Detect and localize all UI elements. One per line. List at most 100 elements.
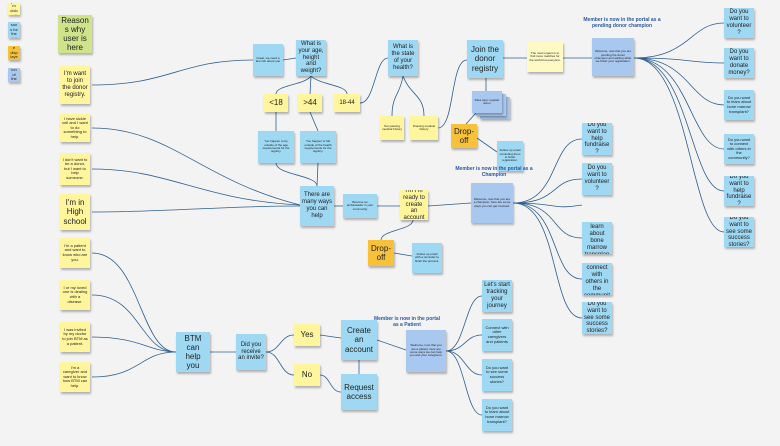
age-question: What is your age, height and weight?: [296, 40, 326, 76]
connector-line: [633, 57, 725, 233]
pending-question: Do you want to connect with others in th…: [724, 134, 754, 164]
connector-line: [633, 57, 725, 192]
age-under-18: <18: [264, 94, 288, 112]
donor-dropoff-followup: Follow up email reminding them to finish…: [497, 141, 523, 171]
connector-line: [512, 202, 583, 239]
patient-desc-note: Welcome, now that you are a patient, her…: [406, 330, 446, 372]
champion-question: Do you want to help fundraise?: [582, 123, 612, 155]
connector-line: [91, 127, 301, 206]
donor-intro-note: Great, we need a few info about you: [253, 44, 283, 76]
request-access-note: Request access: [341, 374, 377, 410]
age-fail-note: You happen to be outside of the age requ…: [258, 131, 294, 163]
ambassador-note: Become an ambassador in your community: [343, 194, 377, 218]
age-in-range: 18-44: [334, 94, 360, 112]
legend-item: Message displayed to user: [8, 46, 20, 60]
legend-item: Description of the state: [8, 68, 20, 82]
connector-line: [282, 57, 297, 61]
connector-line: [316, 162, 319, 187]
connector-line: [427, 202, 472, 207]
donor-dropoff-note: Drop-off: [451, 124, 477, 148]
reason-note: I was invited by my doctor to join BTM a…: [60, 322, 90, 352]
connector-line: [91, 168, 301, 206]
invite-question: Did you receive an invite?: [236, 334, 266, 370]
health-question: What is the state of your health?: [388, 40, 418, 76]
invite-no: No: [294, 364, 320, 386]
connector-line: [376, 339, 407, 351]
patient-question: Connect with other caregivers and patien…: [482, 319, 512, 351]
connector-line: [275, 75, 312, 95]
connector-line: [393, 252, 413, 257]
legend-item: Lorem ipsum dolor sit amet: [8, 3, 20, 15]
connector-line: [633, 22, 725, 59]
pending-question: Do you want to donate money?: [724, 48, 754, 78]
join-registry-note: Join the donor registry: [467, 40, 503, 78]
connector-line: [445, 350, 483, 376]
connector-line: [512, 202, 583, 319]
champion-question: Do you want to volunteer?: [582, 163, 612, 195]
health-fail-note: You happen to fall outside of the health…: [300, 131, 336, 163]
connector-line: [91, 205, 301, 213]
title-note: Reasons why user is here: [58, 15, 92, 53]
connector-line: [265, 334, 295, 353]
create-account-note: Create an account: [341, 320, 377, 360]
connector-line: [91, 351, 177, 378]
connector-line: [512, 138, 583, 204]
connector-line: [275, 162, 318, 187]
reason-note: I don't want to be a donor, but I want t…: [60, 153, 90, 185]
ways-dropoff-note: Drop-off: [368, 240, 394, 266]
connector-line: [402, 75, 425, 117]
connector-line: [465, 112, 477, 125]
ready-account-note: I'm I'm ready to create an account: [400, 190, 428, 220]
pending-question: Do you want to help fundraise?: [724, 176, 754, 206]
reason-note: I'm a patient and want to know who are y…: [60, 238, 90, 268]
champion-heading: Member is now in the portal as a Champio…: [455, 166, 533, 178]
good-health-note: Passing medical history: [410, 116, 438, 140]
connector-line: [445, 350, 483, 416]
connector-line: [380, 219, 414, 241]
ways-dropoff-followup: Follow up email with a reminder to finis…: [412, 243, 442, 273]
reason-note: I or my loved one is dealing with a dise…: [60, 280, 90, 310]
stacked-note: Pass step: register donor: [472, 91, 502, 113]
connector-line: [359, 57, 389, 104]
connector-line: [310, 75, 348, 95]
patient-question: Do you want to learn about bone marrow t…: [482, 399, 512, 431]
legend-item: Reasons for the visit: [8, 22, 20, 38]
connector-line: [512, 178, 583, 204]
bad-health-note: Not passing medical history: [380, 116, 404, 140]
connector-line: [633, 57, 725, 150]
connector-line: [91, 294, 177, 353]
champion-desc-note: Welcome, now that you are a champion, he…: [471, 183, 513, 223]
btm-help-note: BTM can help you: [176, 332, 210, 372]
patient-heading: Member is now in the portal as a Patient: [373, 316, 441, 328]
connector-line: [445, 295, 483, 352]
pending-question: Do you want to see some success stories?: [724, 217, 754, 247]
connector-line: [309, 75, 312, 95]
join-info-note: The most urgent is to find more matches …: [527, 42, 563, 72]
connector-line: [633, 57, 725, 64]
connector-line: [445, 334, 483, 352]
connector-line: [319, 374, 342, 393]
reason-note: I have sickle cell and I want to do some…: [60, 114, 90, 142]
reason-note: I'm want to join the donor registry.: [60, 66, 90, 104]
age-over-44: >44: [298, 94, 322, 112]
connector-line: [91, 59, 254, 86]
reason-note: I'm in High school: [60, 194, 90, 230]
connector-line: [91, 252, 177, 353]
champion-question: Do you want to connect with others in th…: [582, 263, 612, 295]
connector-line: [309, 111, 319, 132]
connector-line: [633, 57, 725, 106]
patient-question: Let's start tracking your journey: [482, 280, 512, 312]
connector-line: [91, 336, 177, 353]
connector-line: [391, 75, 404, 117]
pending-question: Do you want to volunteer?: [724, 8, 754, 38]
ways-to-help-note: There are many ways you can help: [300, 186, 334, 226]
pending-heading: Member is now in the portal as a pending…: [583, 17, 661, 29]
pending-desc-note: Welcome, now that you are pending the do…: [592, 38, 634, 76]
pending-question: Do you want to learn about bone marrow t…: [724, 90, 754, 120]
connector-line: [319, 334, 342, 339]
connector-line: [265, 351, 295, 376]
champion-question: Do you want to learn about bone marrow t…: [582, 222, 612, 254]
invite-yes: Yes: [294, 324, 320, 346]
